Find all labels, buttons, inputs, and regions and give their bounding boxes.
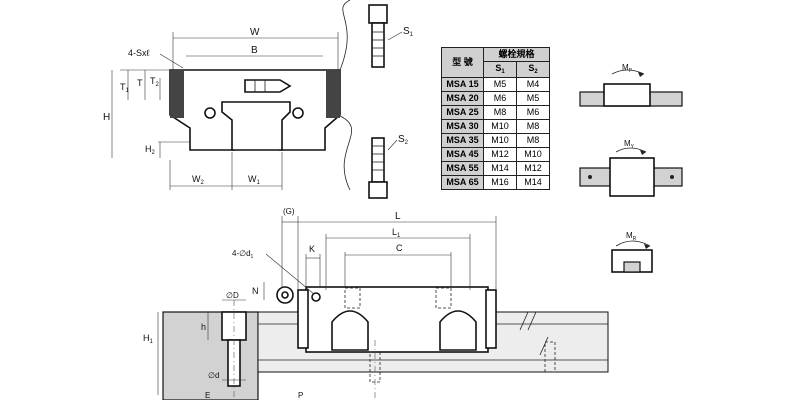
dim-d1: 4-∅d1 bbox=[232, 249, 254, 260]
row-s2: M5 bbox=[515, 91, 551, 106]
header-S1: S1 bbox=[483, 61, 517, 78]
row-s1: M10 bbox=[483, 133, 517, 148]
row-model: MSA 15 bbox=[441, 77, 484, 92]
row-s2: M14 bbox=[515, 175, 551, 190]
row-model: MSA 25 bbox=[441, 105, 484, 120]
dim-T2: T2 bbox=[150, 76, 160, 88]
row-s1: M5 bbox=[483, 77, 517, 92]
dim-W2: W2 bbox=[192, 174, 205, 186]
row-s2: M6 bbox=[515, 105, 551, 120]
dim-H1: H1 bbox=[143, 333, 154, 345]
label-MY: MY bbox=[624, 139, 635, 150]
row-model: MSA 45 bbox=[441, 147, 484, 162]
row-s2: M12 bbox=[515, 161, 551, 176]
screw-hole-label: 4-Sxℓ bbox=[128, 48, 151, 58]
row-s2: M10 bbox=[515, 147, 551, 162]
row-s1: M16 bbox=[483, 175, 517, 190]
row-s1: M14 bbox=[483, 161, 517, 176]
row-s1: M6 bbox=[483, 91, 517, 106]
bolt-S2: S2 bbox=[368, 134, 409, 199]
moment-pitch-diagram: MP bbox=[579, 63, 683, 107]
end-seal-left bbox=[170, 70, 184, 118]
row-model: MSA 35 bbox=[441, 133, 484, 148]
label-S1: S1 bbox=[403, 26, 414, 38]
dim-P: P bbox=[298, 391, 303, 400]
row-s2: M8 bbox=[515, 119, 551, 134]
header-S2: S2 bbox=[515, 61, 551, 78]
dim-h: h bbox=[201, 322, 206, 332]
row-s1: M10 bbox=[483, 119, 517, 134]
header-model: 型 號 bbox=[441, 47, 484, 78]
row-s1: M8 bbox=[483, 105, 517, 120]
side-view: L (G) L1 C K 4-∅d1 N ∅D h H1 bbox=[143, 207, 609, 401]
dim-T: T bbox=[137, 78, 143, 88]
dim-H2: H2 bbox=[145, 144, 156, 156]
dim-E: E bbox=[205, 391, 210, 400]
grease-nipple bbox=[244, 79, 292, 93]
dim-N: N bbox=[252, 286, 259, 296]
row-s2: M4 bbox=[515, 77, 551, 92]
dim-B: B bbox=[251, 45, 258, 56]
dim-L: L bbox=[395, 211, 401, 222]
header-bolt-spec: 螺栓規格 bbox=[482, 47, 551, 62]
row-s2: M8 bbox=[515, 133, 551, 148]
dim-C: C bbox=[396, 243, 403, 253]
dim-L1: L1 bbox=[392, 227, 401, 239]
dim-K: K bbox=[309, 244, 315, 254]
dim-G: (G) bbox=[283, 207, 295, 216]
row-model: MSA 30 bbox=[441, 119, 484, 134]
row-model: MSA 20 bbox=[441, 91, 484, 106]
end-seal-right bbox=[326, 70, 340, 118]
row-model: MSA 55 bbox=[441, 161, 484, 176]
bolt-S1: S1 bbox=[368, 4, 414, 68]
dim-W: W bbox=[250, 27, 260, 38]
moment-roll-diagram: MR bbox=[611, 231, 653, 273]
dim-T1: T1 bbox=[120, 82, 130, 94]
label-MR: MR bbox=[626, 231, 637, 242]
label-S2: S2 bbox=[398, 134, 409, 146]
dim-D: ∅D bbox=[226, 291, 239, 300]
moment-yaw-diagram: MY bbox=[579, 139, 683, 197]
front-view: W B 4-Sxℓ T1 T T2 H H2 bbox=[103, 0, 352, 191]
dim-d: ∅d bbox=[208, 371, 219, 380]
label-MP: MP bbox=[622, 63, 633, 74]
dim-H: H bbox=[103, 112, 110, 123]
dim-W1: W1 bbox=[248, 174, 261, 186]
rail-profile bbox=[221, 101, 291, 151]
row-model: MSA 65 bbox=[441, 175, 484, 190]
row-s1: M12 bbox=[483, 147, 517, 162]
